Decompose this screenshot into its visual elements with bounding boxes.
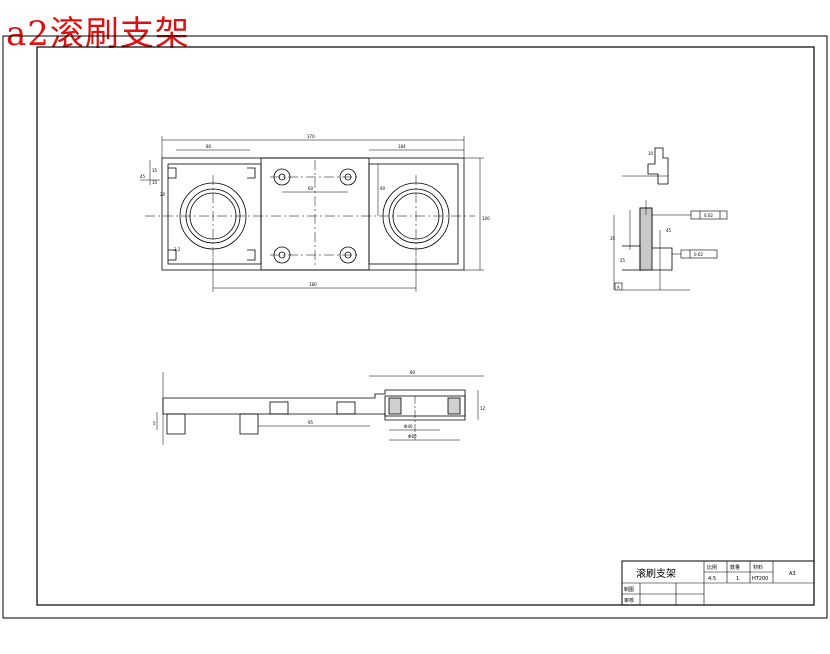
- side-outline: [647, 147, 669, 185]
- tb-scale-value: 4:5: [708, 576, 716, 582]
- dim-roughness: 3.2: [174, 247, 181, 252]
- front-view-dims: 80 Ф60 Ф40 95 12 5: [153, 370, 486, 439]
- tb-drawn-label: 制图: [624, 586, 634, 593]
- plan-inner-right: [368, 163, 459, 265]
- plan-view-dims: 370 184 80 60 180 100 90 45 35 10 20 3.2: [140, 134, 490, 287]
- dim-flatness-1: 0.02: [704, 213, 713, 218]
- dim-base-span: 180: [309, 282, 317, 287]
- side-step: [622, 245, 641, 271]
- dim-base-height: 12: [480, 406, 486, 411]
- front-lug-left: [166, 413, 186, 435]
- dim-datum: A: [617, 285, 620, 290]
- dim-small-1: 10: [152, 180, 158, 185]
- dim-overall-width: 100: [482, 216, 490, 221]
- side-hatch-area: [639, 207, 653, 271]
- tb-quantity-value: 1: [736, 576, 739, 582]
- outer-border: [2, 35, 828, 619]
- tb-scale-label: 比例: [707, 564, 717, 571]
- dim-right-section: 184: [398, 144, 406, 149]
- dim-side-height-1: 35: [610, 236, 616, 241]
- tb-checked-label: 审核: [624, 597, 634, 604]
- dim-hole-span: 90: [380, 186, 386, 191]
- dim-side-thick: 10: [648, 151, 654, 156]
- dim-bore-dia: Ф60: [408, 434, 417, 439]
- front-base: [162, 389, 466, 421]
- dim-inner-dia: Ф40: [404, 424, 413, 429]
- dim-left-height: 35: [152, 168, 158, 173]
- dim-left-height-front: 5: [153, 421, 156, 426]
- tb-part-name: 滚刷支架: [636, 567, 676, 580]
- dim-overall-length: 370: [307, 134, 315, 139]
- tb-sheet-code: A3: [789, 571, 796, 577]
- front-hatch-right: [447, 397, 461, 415]
- tb-quantity-label: 数量: [730, 564, 740, 571]
- front-boss-right: [336, 401, 356, 415]
- plan-outline: [161, 157, 465, 271]
- sheet-borders: [2, 35, 828, 619]
- plan-corner-tabs: [168, 167, 256, 261]
- dim-boss-width: 80: [206, 144, 212, 149]
- dim-small-2: 20: [160, 192, 166, 197]
- inner-border: [36, 46, 815, 606]
- plan-view: [140, 136, 484, 292]
- dim-flatness-2: 0.02: [694, 252, 703, 257]
- side-view-dims: 0.02 0.02 A 35 25 10 45: [610, 151, 713, 290]
- dim-left-offset: 45: [140, 174, 146, 179]
- tb-material-label: 材料: [753, 564, 763, 571]
- side-view: [613, 147, 728, 291]
- title-block: [621, 560, 815, 606]
- dim-side-height-2: 25: [620, 258, 626, 263]
- front-hatch-left: [388, 397, 402, 415]
- front-lug-mid: [239, 413, 259, 435]
- dim-mid-length: 95: [308, 420, 314, 425]
- datum-box: [614, 282, 623, 291]
- front-view: [156, 372, 484, 445]
- tb-material-value: HT200: [752, 576, 768, 582]
- dim-side-depth: 45: [666, 228, 672, 233]
- front-bore-section: [384, 395, 466, 417]
- front-boss-left: [269, 401, 289, 415]
- title-block-text: 滚刷支架 比例 数量 材料 4:5 1 HT200 A3 制图 审核: [624, 564, 796, 604]
- dim-bore-width: 80: [410, 370, 416, 375]
- dim-boss-pitch: 60: [308, 186, 314, 191]
